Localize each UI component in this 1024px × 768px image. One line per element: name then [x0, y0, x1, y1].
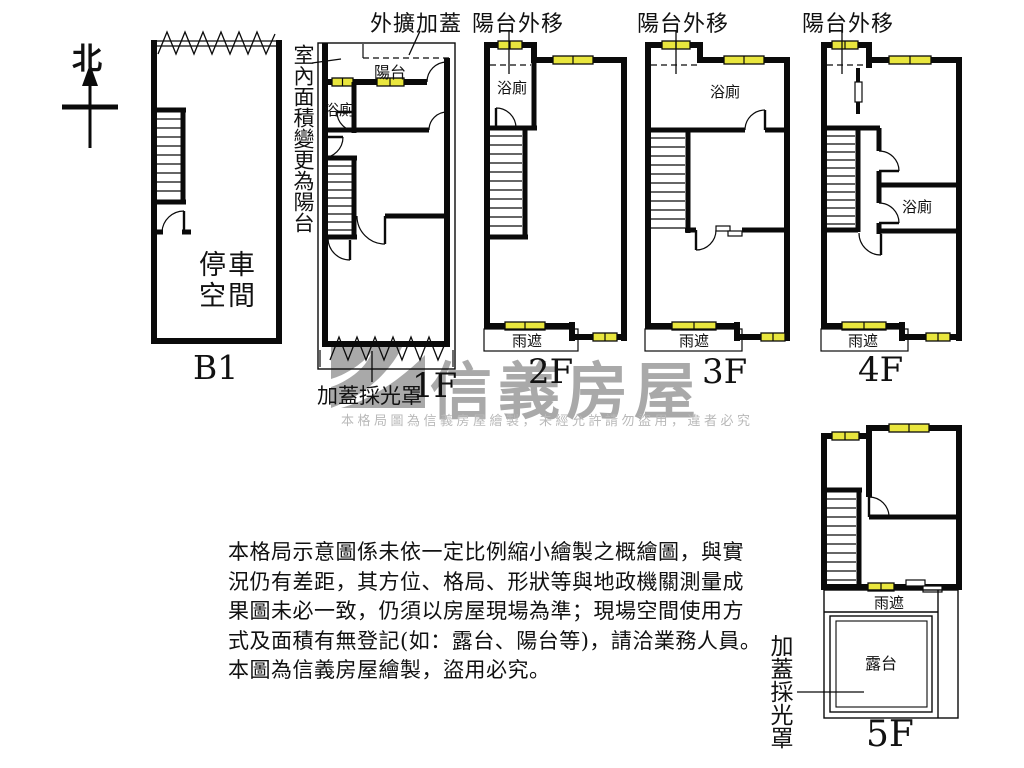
f2-floor-label: 2F: [528, 352, 574, 392]
f3-annotation-top: 陽台外移: [637, 12, 730, 37]
f3-bathroom-label: 浴廁: [710, 83, 741, 101]
f2-annotation-top: 陽台外移: [472, 12, 565, 37]
f1-annotation-side: 室內面積變更為陽台: [291, 44, 315, 233]
f5-canopy-label: 雨遮: [874, 594, 905, 612]
f1-floor-label: 1F: [412, 366, 458, 406]
disclaimer-line: 果圖未必一致，仍須以房屋現場為準；現場空間使用方: [228, 599, 744, 623]
f4-floor-label: 4F: [858, 350, 904, 390]
floor-plan-4f: [820, 30, 962, 352]
f4-bathroom-label: 浴廁: [902, 198, 933, 216]
disclaimer-line: 本圖為信義房屋繪製，盜用必究。: [228, 658, 551, 682]
f1-balcony-label: 陽台: [374, 63, 407, 82]
disclaimer-line: 式及面積有無登記(如：露台、陽台等)，請洽業務人員。: [228, 628, 762, 653]
f5-annotation-side: 加蓋採光罩: [766, 634, 792, 749]
disclaimer-paragraph: 本格局示意圖係未依一定比例縮小繪製之概繪圖，與實 況仍有差距，其方位、格局、形狀…: [228, 538, 761, 686]
f2-canopy-label: 雨遮: [512, 332, 543, 350]
f3-floor-label: 3F: [702, 352, 748, 392]
north-compass-arrow: [62, 64, 118, 148]
f1-annotation-bottom: 加蓋採光罩: [317, 384, 422, 408]
floor-plan-3f: [644, 30, 790, 352]
f5-floor-label: 5F: [866, 714, 914, 755]
floor-plan-2f: [483, 30, 627, 352]
f2-bathroom-label: 浴廁: [497, 79, 528, 97]
f1-bathroom-label: 浴廁: [324, 101, 355, 119]
floor-plan-5f: [797, 423, 962, 719]
north-label: 北: [72, 42, 102, 77]
floor-plan-1f: [311, 30, 456, 382]
f1-annotation-top: 外擴加蓋: [370, 12, 463, 37]
f3-canopy-label: 雨遮: [679, 332, 710, 350]
disclaimer-line: 本格局示意圖係未依一定比例縮小繪製之概繪圖，與實: [228, 540, 744, 564]
watermark-brand: 信義房屋: [430, 355, 703, 428]
f5-terrace-label: 露台: [865, 654, 898, 673]
b1-room-label: 停車空間: [199, 250, 257, 312]
floor-plan-b1: [151, 30, 282, 344]
f4-canopy-label: 雨遮: [848, 332, 879, 350]
disclaimer-line: 況仍有差距，其方位、格局、形狀等與地政機關測量成: [228, 569, 744, 594]
b1-floor-label: B1: [193, 348, 239, 387]
f4-annotation-top: 陽台外移: [802, 12, 895, 37]
watermark-notice: 本格局圖為信義房屋繪製，未經允許請勿盜用，違者必究: [341, 414, 754, 429]
